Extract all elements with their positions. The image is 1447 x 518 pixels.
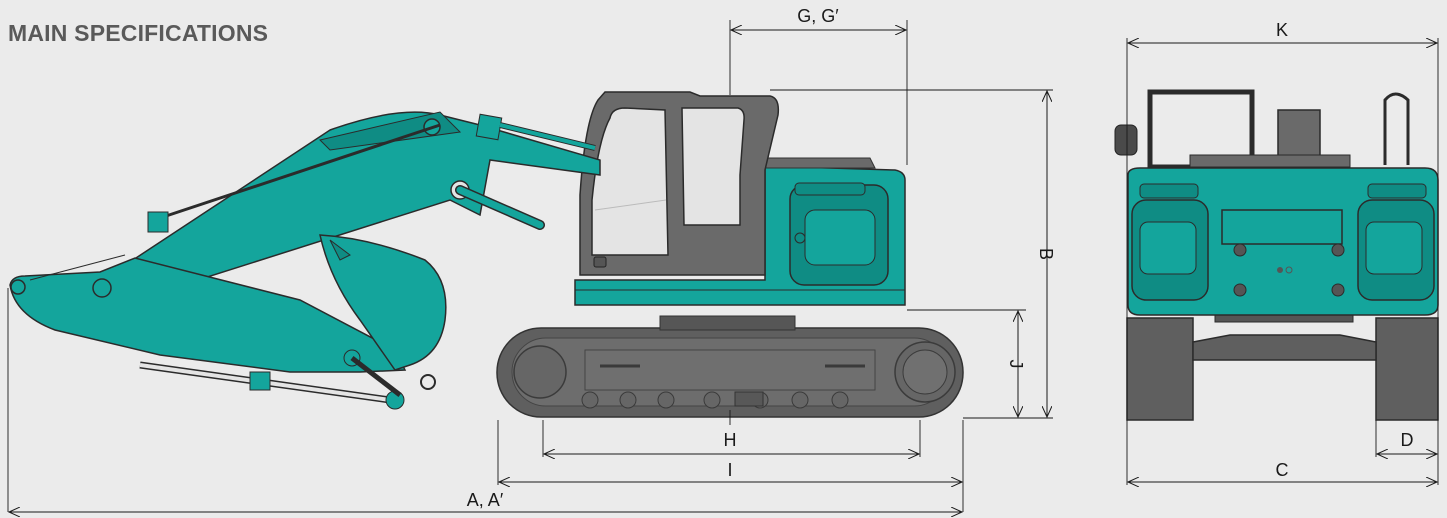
dim-label-a: A, A′ [467, 490, 504, 510]
dimension-labels: A, A′ I H G, G′ B J K C D [467, 6, 1414, 510]
excavator-rear-view [1114, 89, 1439, 421]
boom [93, 111, 601, 298]
dim-label-b: B [1036, 248, 1056, 260]
dimension-lines [7, 20, 1439, 512]
dim-label-c: C [1276, 460, 1289, 480]
arm [9, 211, 407, 410]
bucket [319, 234, 447, 397]
dim-label-h: H [724, 430, 737, 450]
excavator-side-view [9, 91, 964, 418]
dim-label-k: K [1276, 20, 1288, 40]
page-title: MAIN SPECIFICATIONS [8, 20, 269, 46]
upper-body [574, 157, 906, 306]
dim-label-d: D [1401, 430, 1414, 450]
crawler-track [496, 315, 964, 418]
dim-label-j: J [1006, 360, 1026, 369]
dim-label-g: G, G′ [797, 6, 839, 26]
left-track [1126, 317, 1194, 421]
right-track [1375, 317, 1439, 421]
operator-cab [579, 91, 780, 276]
dim-label-i: I [727, 460, 732, 480]
